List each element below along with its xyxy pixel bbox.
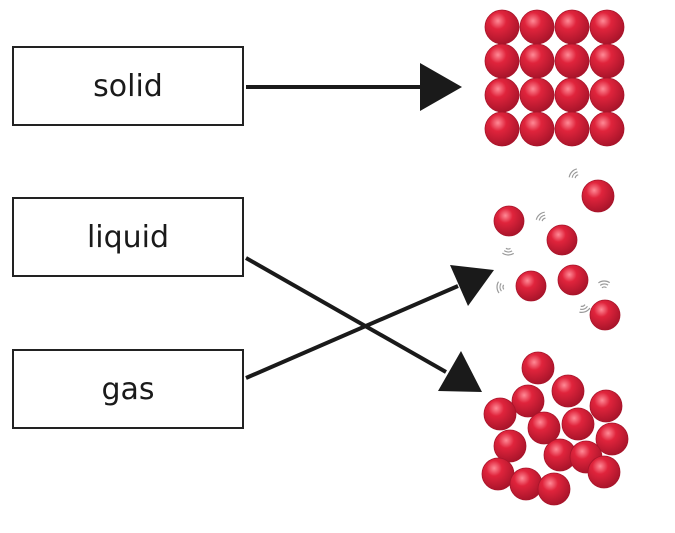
motion-mark xyxy=(571,171,578,178)
particle xyxy=(493,429,527,463)
particle xyxy=(483,397,517,431)
motion-mark xyxy=(502,284,505,290)
motion-mark xyxy=(535,211,545,220)
particle xyxy=(589,299,621,331)
particle xyxy=(554,43,590,79)
particle xyxy=(551,374,585,408)
motion-mark xyxy=(538,214,546,221)
liquid-label-box[interactable]: liquid xyxy=(12,197,244,277)
particle xyxy=(484,43,520,79)
particle xyxy=(595,422,629,456)
gas-label-box[interactable]: gas xyxy=(12,349,244,429)
particle xyxy=(511,384,545,418)
particle xyxy=(546,224,578,256)
particle xyxy=(481,457,515,491)
motion-mark xyxy=(505,247,511,250)
particle xyxy=(493,205,525,237)
motion-mark xyxy=(579,305,588,310)
connector-gas-arrow xyxy=(245,265,494,380)
motion-mark xyxy=(541,217,546,222)
connector-solid-arrow xyxy=(246,63,462,111)
motion-mark xyxy=(601,286,607,289)
motion-mark xyxy=(580,304,586,307)
solid-particles-icon xyxy=(484,9,625,147)
particle xyxy=(519,111,555,147)
particle xyxy=(521,351,555,385)
particle xyxy=(509,467,543,501)
particle xyxy=(554,77,590,113)
particle xyxy=(589,43,625,79)
particle xyxy=(519,9,555,45)
particle xyxy=(484,77,520,113)
liquid-label: liquid xyxy=(86,219,170,255)
particle xyxy=(554,111,590,147)
particle xyxy=(581,179,615,213)
particle xyxy=(589,77,625,113)
gas-label: gas xyxy=(101,371,155,407)
particle xyxy=(554,9,590,45)
solid-label: solid xyxy=(93,68,163,104)
gas-particles-icon xyxy=(493,168,621,331)
particle xyxy=(519,77,555,113)
particle xyxy=(557,264,589,296)
motion-mark xyxy=(502,252,515,256)
solid-label-box[interactable]: solid xyxy=(12,46,244,126)
motion-mark xyxy=(599,283,609,286)
particle xyxy=(519,43,555,79)
particle xyxy=(515,270,547,302)
connector-liquid-arrow xyxy=(245,256,482,392)
particle xyxy=(587,455,621,489)
motion-mark xyxy=(579,307,591,313)
particle xyxy=(484,111,520,147)
particle xyxy=(589,111,625,147)
particle xyxy=(589,389,623,423)
motion-mark xyxy=(496,281,500,294)
particle xyxy=(589,9,625,45)
motion-mark xyxy=(598,280,611,284)
particle xyxy=(484,9,520,45)
motion-mark xyxy=(574,174,579,179)
motion-mark xyxy=(499,282,502,292)
particle xyxy=(561,407,595,441)
motion-mark xyxy=(568,168,578,178)
particle xyxy=(537,472,571,506)
liquid-particles-icon xyxy=(481,351,629,506)
motion-mark xyxy=(503,250,513,253)
particle xyxy=(527,411,561,445)
